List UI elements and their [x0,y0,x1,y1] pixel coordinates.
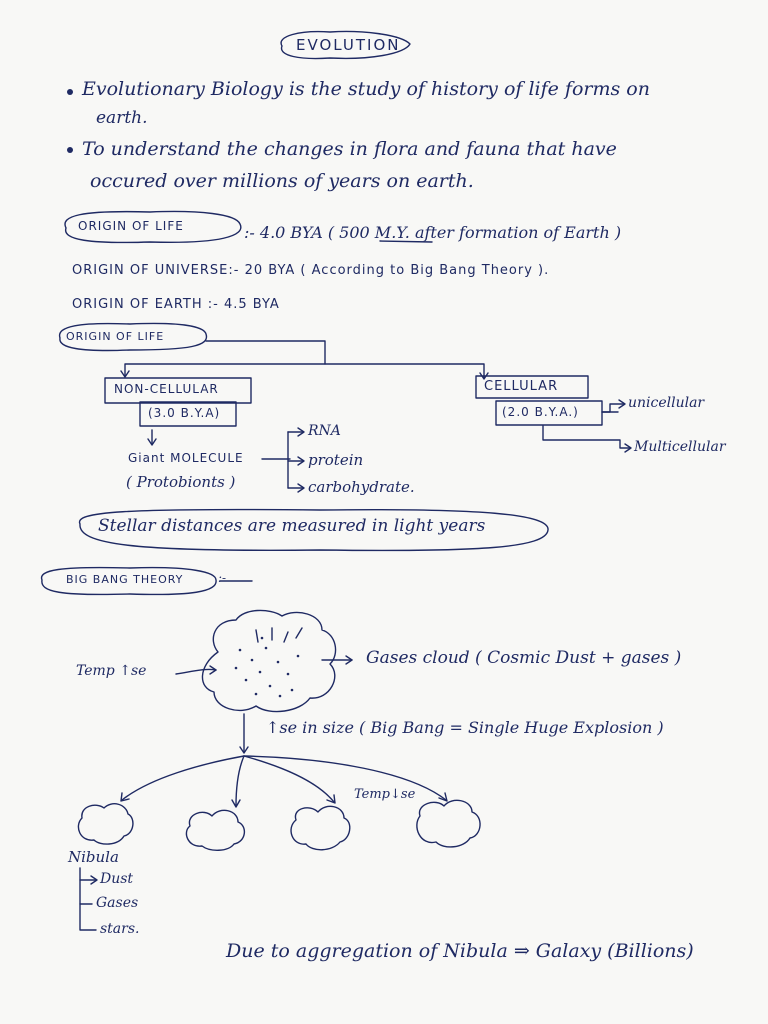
product-protein: protein [308,451,364,469]
bullet-2-line-2: occured over millions of years on earth. [90,170,474,192]
cellular-time: (2.0 B.Y.A.) [502,405,579,419]
size-rise-label: ↑se in size ( Big Bang = Single Huge Exp… [266,718,664,737]
origin-life-value: :- 4.0 BYA ( 500 M.Y. after formation of… [244,223,622,242]
conclusion: Due to aggregation of Nibula ⇒ Galaxy (B… [226,940,694,962]
cellular-box [475,375,589,399]
non-cellular-box [104,377,252,404]
cloud-particles [234,636,300,698]
small-cloud-4 [416,799,481,848]
product-carbohydrate: carbohydrate. [308,478,415,496]
temp-fall-label: Temp↓se [354,787,416,802]
tree-root-banner [58,322,208,352]
nebula-label: Nibula [68,848,119,866]
small-cloud-3 [290,805,351,851]
gases-cloud-label: Gases cloud ( Cosmic Dust + gases ) [366,648,682,668]
nebula-dust: Dust [100,871,134,887]
nebula-stars: stars. [100,921,140,937]
origin-earth: ORIGIN OF EARTH :- 4.5 BYA [72,297,280,312]
cell-type-unicellular: unicellular [628,395,705,411]
cellular-label: CELLULAR [484,379,559,394]
non-cellular-time-box [139,401,237,427]
bullet-2-line-1: To understand the changes in flora and f… [82,138,617,160]
big-bang-heading: BIG BANG THEORY [66,573,184,586]
tree-root-label: ORIGIN OF LIFE [66,330,165,343]
bullet-dot-1 [67,89,73,95]
title-banner [280,30,411,60]
gas-cloud [201,609,337,713]
protobionts: ( Protobionts ) [126,473,236,491]
giant-molecule: Giant MOLECULE [128,451,244,465]
tree-branch-line [124,340,326,377]
non-cellular-time: (3.0 B.Y.A) [148,406,221,420]
cellular-time-box [495,400,603,426]
origin-life-label: ORIGIN OF LIFE [78,219,184,233]
small-cloud-2 [185,809,245,851]
nebula-tree [79,867,97,931]
bullet-dot-2 [67,147,73,153]
bullet-1-line-1: Evolutionary Biology is the study of his… [82,78,650,100]
big-bang-value: :- [218,571,227,585]
small-cloud-1 [77,803,134,845]
origin-universe: ORIGIN OF UNIVERSE:- 20 BYA ( According … [72,263,550,278]
product-rna: RNA [308,423,341,439]
stellar-banner [78,508,549,552]
cell-type-multicellular: Multicellular [634,439,726,455]
nebula-gases: Gases [96,895,139,911]
page-title: EVOLUTION [296,36,401,54]
big-bang-banner [40,566,217,596]
non-cellular-label: NON-CELLULAR [114,382,219,396]
origin-life-banner [64,210,242,244]
bullet-1-line-2: earth. [96,108,148,128]
temp-rise-label: Temp ↑se [76,663,147,679]
stellar-note: Stellar distances are measured in light … [98,516,486,536]
